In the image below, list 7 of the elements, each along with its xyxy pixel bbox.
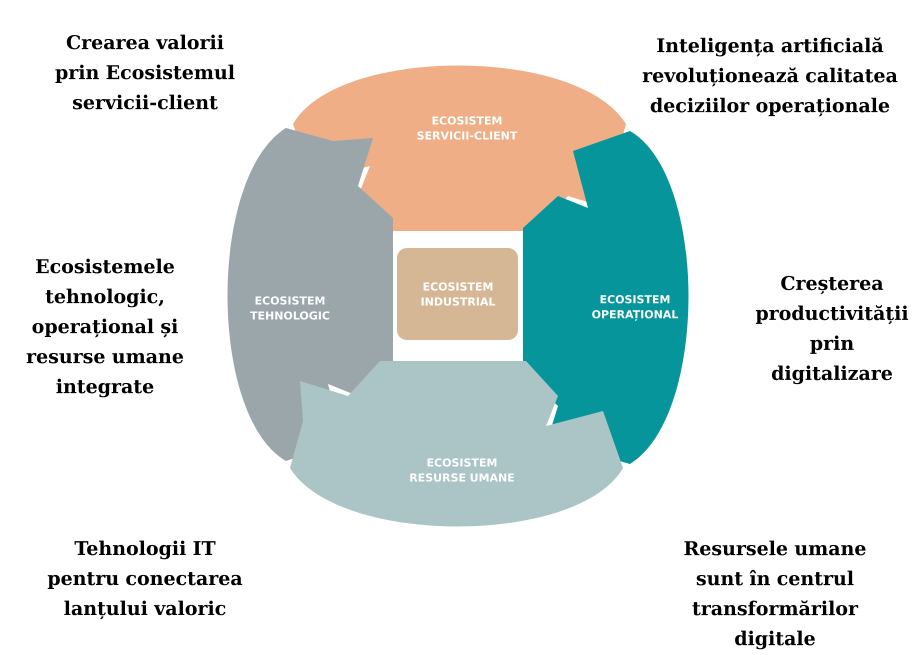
caption-text: Crearea valorii prin Ecosistemul servicii-client [55, 34, 235, 110]
caption-text: Resursele umane sunt în centrul transformărilor digitale [684, 540, 866, 650]
centre-box: ECOSISTEM INDUSTRIAL [397, 248, 518, 340]
caption-text: Creșterea productivității prin digitalizare [756, 276, 908, 384]
caption-text: Inteligența artificială revoluționează calitatea deciziilor operaționale [642, 37, 898, 117]
caption-text: Ecosistemele tehnologic, operațional și resurse umane integrate [26, 258, 184, 398]
caption-text: Tehnologii IT pentru conectarea lanțului valoric [48, 540, 242, 620]
